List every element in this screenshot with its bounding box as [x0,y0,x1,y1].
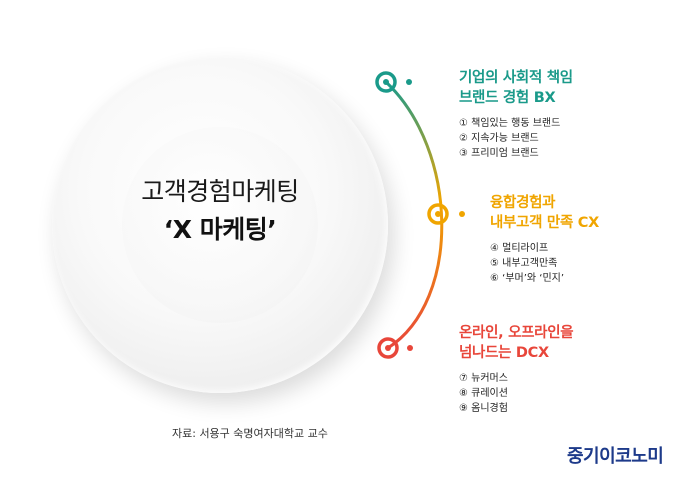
group-bx-title-line2: 브랜드 경험 BX [459,90,556,106]
publisher-logo: 중기이코노미 [567,446,664,467]
main-circle [52,57,388,393]
list-item: ① 책임있는 행동 브랜드 [459,118,561,129]
center-subtitle: ‘X 마케팅’ [163,215,277,244]
group-dcx-title-line2: 넘나드는 DCX [459,345,549,361]
list-item: ② 지속가능 브랜드 [459,133,539,144]
group-bx: 기업의 사회적 책임 브랜드 경험 BX ① 책임있는 행동 브랜드 ② 지속가… [459,68,573,161]
list-item: ⑨ 옴니경험 [459,403,508,414]
group-bx-title-line1: 기업의 사회적 책임 [459,70,573,86]
center-title: 고객경험마케팅 [141,177,299,206]
group-bx-list: ① 책임있는 행동 브랜드 ② 지속가능 브랜드 ③ 프리미엄 브랜드 [459,116,573,161]
inner-circle [122,127,318,323]
list-item: ⑦ 뉴커머스 [459,373,508,384]
node-teal-icon [375,71,412,93]
group-cx-list: ④ 멀티라이프 ⑤ 내부고객만족 ⑥ ‘부머’와 ‘민지’ [490,241,599,286]
list-item: ③ 프리미엄 브랜드 [459,148,539,159]
list-item: ⑤ 내부고객만족 [490,258,558,269]
group-bx-title: 기업의 사회적 책임 브랜드 경험 BX [459,68,573,108]
list-item: ④ 멀티라이프 [490,243,549,254]
group-cx-title-line2: 내부고객 만족 CX [490,215,599,231]
group-cx-title: 융합경험과 내부고객 만족 CX [490,193,599,233]
node-red-icon [377,337,413,359]
list-item: ⑥ ‘부머’와 ‘민지’ [490,273,565,284]
node-orange-icon [427,203,465,225]
group-dcx-list: ⑦ 뉴커머스 ⑧ 큐레이션 ⑨ 옴니경험 [459,371,573,416]
group-cx: 융합경험과 내부고객 만족 CX ④ 멀티라이프 ⑤ 내부고객만족 ⑥ ‘부머’… [490,193,599,286]
list-item: ⑧ 큐레이션 [459,388,508,399]
group-cx-title-line1: 융합경험과 [490,195,556,211]
group-dcx-title-line1: 온라인, 오프라인을 [459,325,574,341]
arc-path [384,80,444,350]
group-dcx: 온라인, 오프라인을 넘나드는 DCX ⑦ 뉴커머스 ⑧ 큐레이션 ⑨ 옴니경험 [459,323,574,416]
source-caption: 자료: 서용구 숙명여자대학교 교수 [172,427,328,440]
group-dcx-title: 온라인, 오프라인을 넘나드는 DCX [459,323,574,363]
